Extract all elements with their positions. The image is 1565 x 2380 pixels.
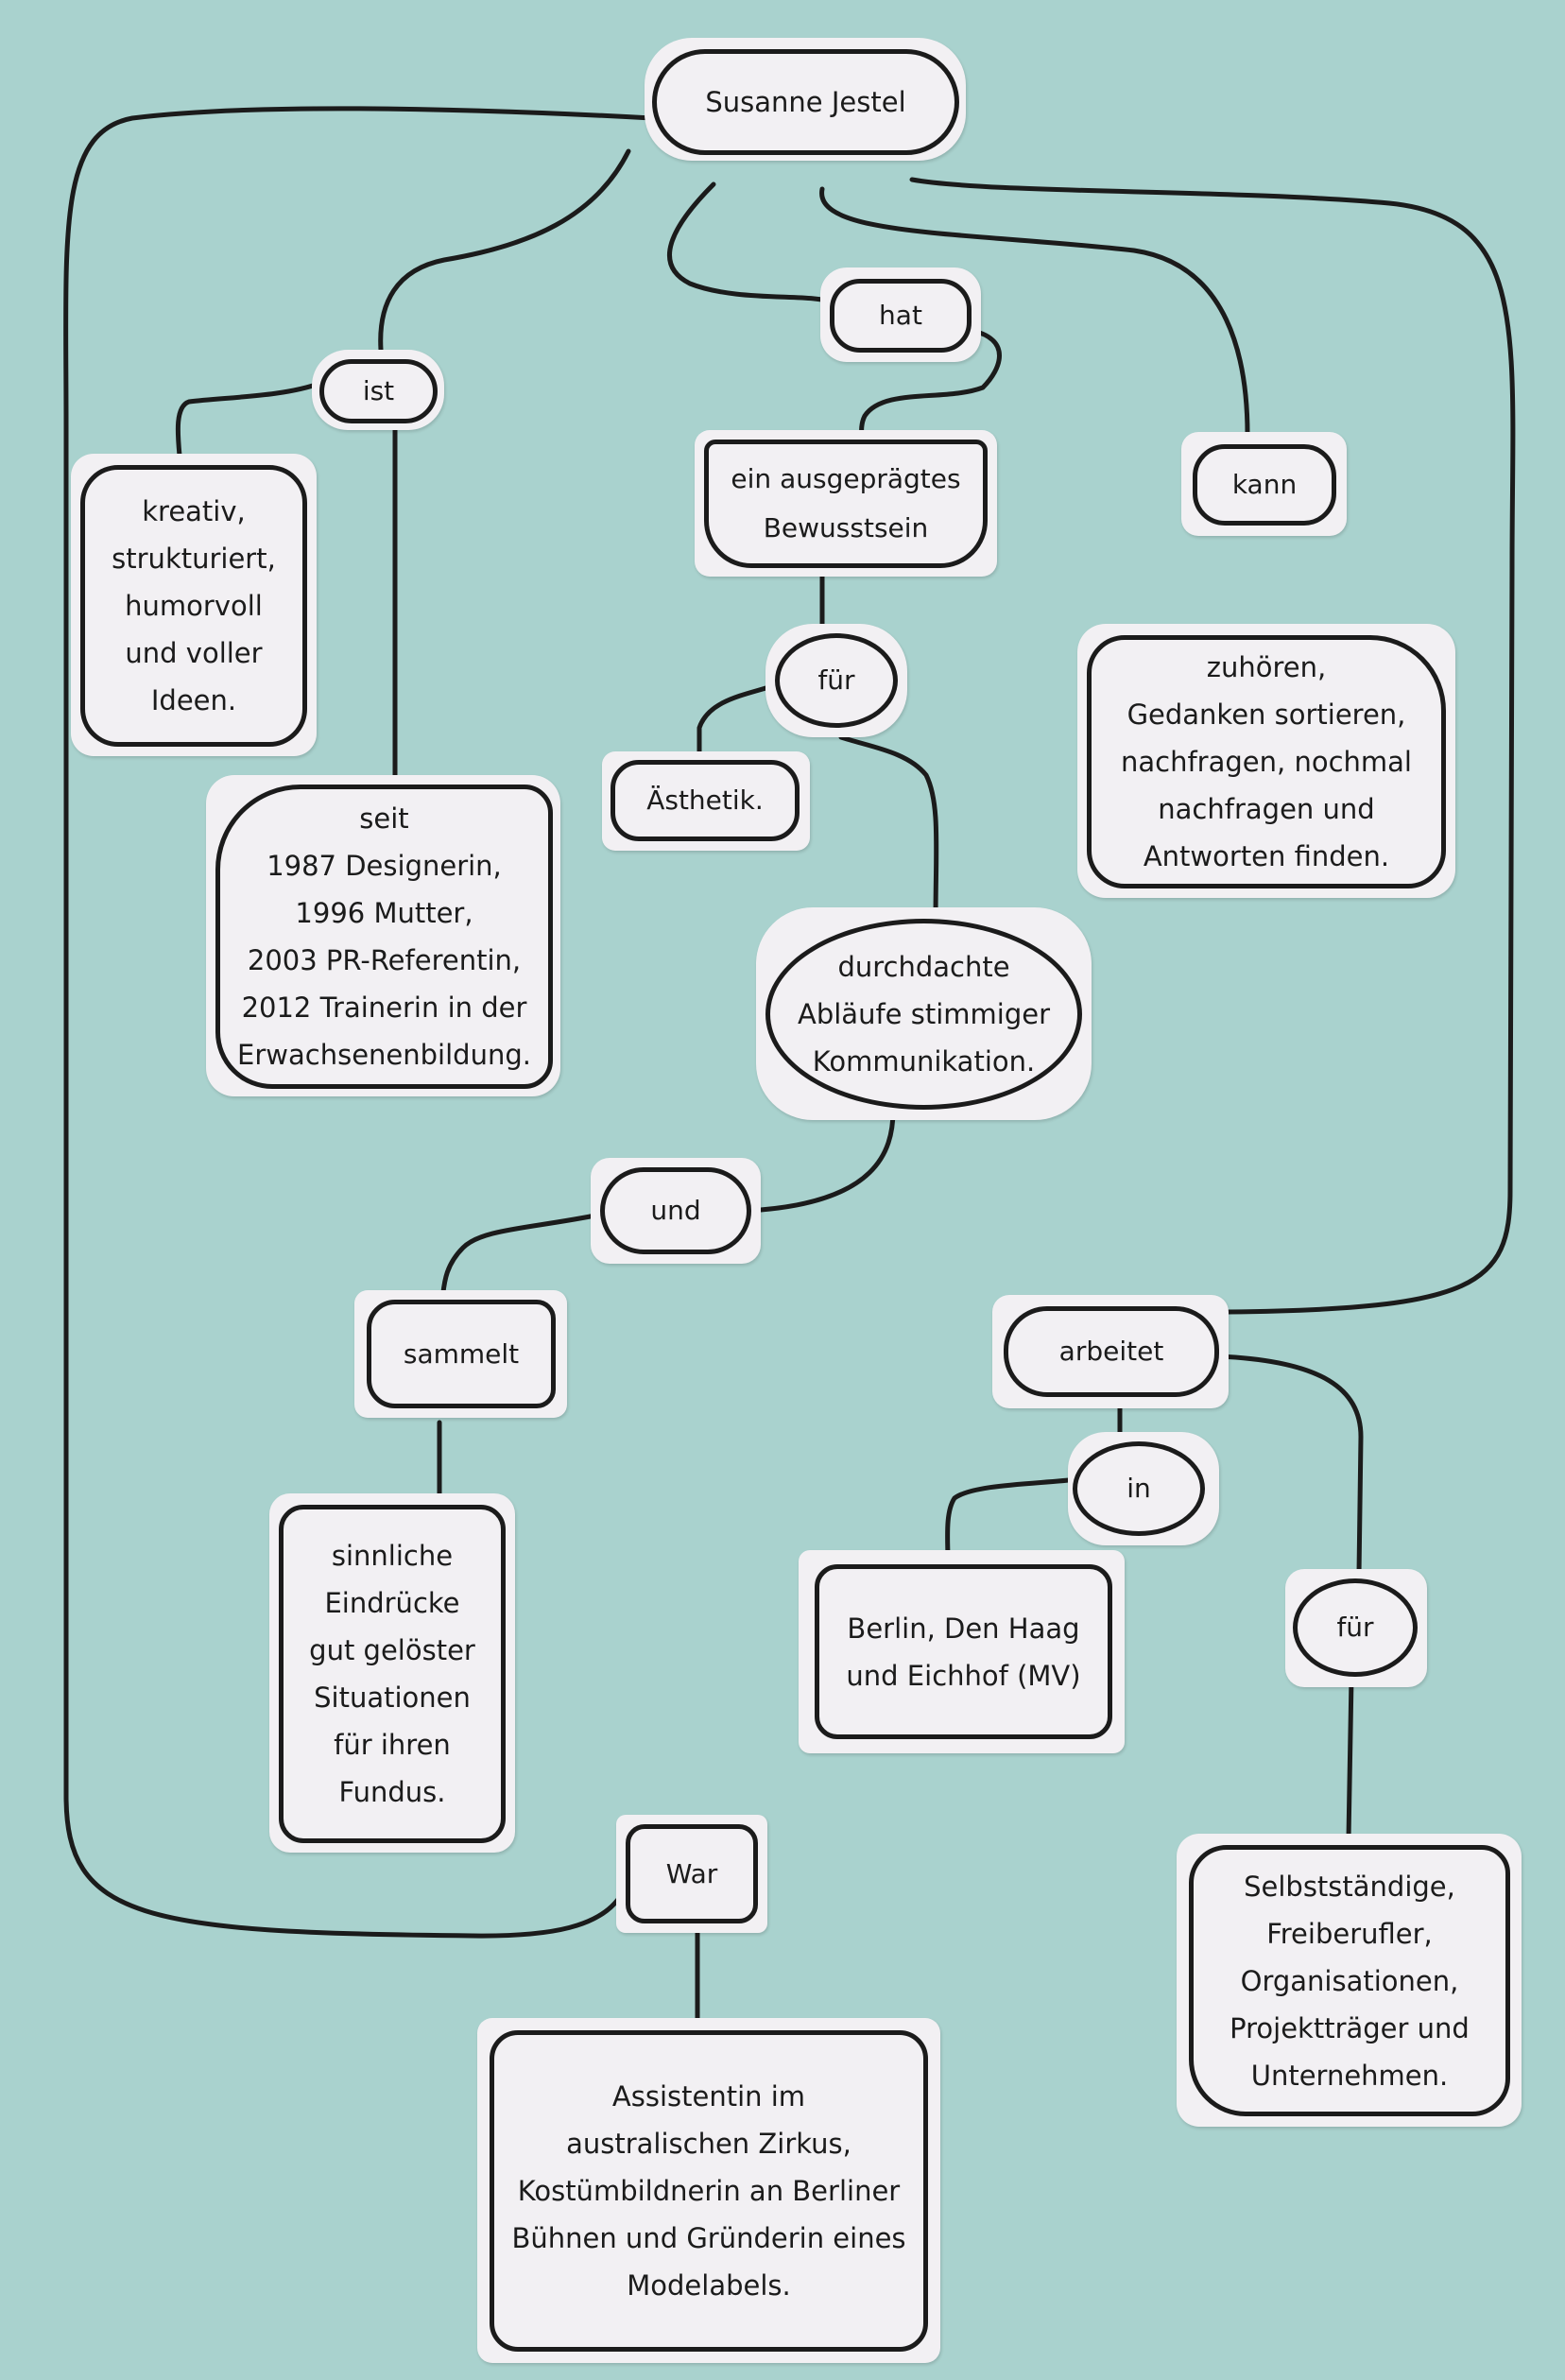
node-berlin-label: Berlin, Den Haag und Eichhof (MV) bbox=[846, 1612, 1081, 1692]
edge-root-ist bbox=[378, 148, 631, 353]
edge-ist-kreativ bbox=[175, 380, 324, 458]
node-in-label: in bbox=[1126, 1473, 1151, 1504]
node-berlin: Berlin, Den Haag und Eichhof (MV) bbox=[815, 1564, 1112, 1739]
node-aesthetik-label: Ästhetik. bbox=[646, 785, 764, 816]
node-kreativ: kreativ, strukturiert, humorvoll und vol… bbox=[80, 465, 307, 747]
edge-root-hat bbox=[666, 181, 834, 305]
node-seit-label: seit 1987 Designerin, 1996 Mutter, 2003 … bbox=[237, 802, 531, 1071]
node-kann-label: kann bbox=[1231, 469, 1298, 500]
edge-und-sammelt bbox=[439, 1212, 603, 1302]
node-kann: kann bbox=[1193, 444, 1336, 526]
edge-root-war bbox=[63, 106, 655, 1939]
node-ist-label: ist bbox=[362, 375, 395, 406]
node-in: in bbox=[1073, 1441, 1205, 1536]
node-sammelt-label: sammelt bbox=[403, 1337, 520, 1370]
node-kreativ-card bbox=[71, 454, 317, 756]
node-und-label: und bbox=[650, 1195, 701, 1226]
node-assistentin: Assistentin im australischen Zirkus, Kos… bbox=[490, 2030, 928, 2352]
edge-fuer-durchdachte bbox=[838, 734, 939, 924]
edge-fuer2-selbst bbox=[1346, 1675, 1354, 1841]
node-fuer1: für bbox=[775, 633, 898, 728]
node-aesthetik: Ästhetik. bbox=[611, 760, 800, 841]
node-fuer1-label: für bbox=[817, 664, 855, 696]
node-bewusstsein-label: ein ausgeprägtes Bewusstsein bbox=[731, 463, 961, 543]
edge-arbeitet-fuer2 bbox=[1216, 1354, 1364, 1577]
edge-hat-bewusstsein bbox=[859, 328, 1002, 442]
edge-durchdachte-und bbox=[758, 1108, 896, 1213]
node-durchdachte-label: durchdachte Abläufe stimmiger Kommunikat… bbox=[798, 951, 1050, 1078]
node-bewusstsein: ein ausgeprägtes Bewusstsein bbox=[704, 440, 988, 568]
node-root: Susanne Jestel bbox=[652, 49, 959, 155]
node-arbeitet-label: arbeitet bbox=[1058, 1336, 1164, 1367]
node-seit: seit 1987 Designerin, 1996 Mutter, 2003 … bbox=[215, 785, 553, 1089]
edge-root-arbeitet bbox=[909, 177, 1516, 1315]
node-ist: ist bbox=[319, 359, 438, 423]
node-zuhoeren-label: zuhören, Gedanken sortieren, nachfragen,… bbox=[1121, 651, 1412, 872]
node-sinnliche-label: sinnliche Eindrücke gut gelöster Situati… bbox=[309, 1540, 475, 1808]
node-war-label: War bbox=[665, 1857, 718, 1889]
node-assistentin-card bbox=[477, 2018, 940, 2363]
node-sinnliche: sinnliche Eindrücke gut gelöster Situati… bbox=[279, 1505, 506, 1843]
node-arbeitet: arbeitet bbox=[1004, 1306, 1219, 1397]
edge-fuer-aesthetik bbox=[697, 682, 778, 754]
node-selbst-label: Selbstständige, Freiberufler, Organisati… bbox=[1230, 1870, 1470, 2092]
node-berlin-card bbox=[799, 1550, 1125, 1753]
node-selbst: Selbstständige, Freiberufler, Organisati… bbox=[1189, 1845, 1510, 2116]
node-root-label: Susanne Jestel bbox=[705, 86, 906, 118]
edge-in-berlin bbox=[945, 1476, 1080, 1562]
node-assistentin-label: Assistentin im australischen Zirkus, Kos… bbox=[511, 2080, 906, 2302]
node-sammelt: sammelt bbox=[367, 1300, 556, 1408]
edge-root-kann bbox=[819, 186, 1250, 438]
node-hat-label: hat bbox=[879, 300, 922, 331]
node-fuer2-label: für bbox=[1336, 1612, 1374, 1643]
node-und: und bbox=[600, 1167, 751, 1254]
node-fuer2: für bbox=[1293, 1578, 1418, 1677]
node-kreativ-label: kreativ, strukturiert, humorvoll und vol… bbox=[112, 495, 276, 716]
node-war: War bbox=[626, 1824, 758, 1923]
node-hat: hat bbox=[830, 279, 972, 353]
node-durchdachte: durchdachte Abläufe stimmiger Kommunikat… bbox=[765, 919, 1082, 1110]
node-zuhoeren: zuhören, Gedanken sortieren, nachfragen,… bbox=[1087, 635, 1446, 888]
node-sinnliche-card bbox=[269, 1493, 515, 1853]
